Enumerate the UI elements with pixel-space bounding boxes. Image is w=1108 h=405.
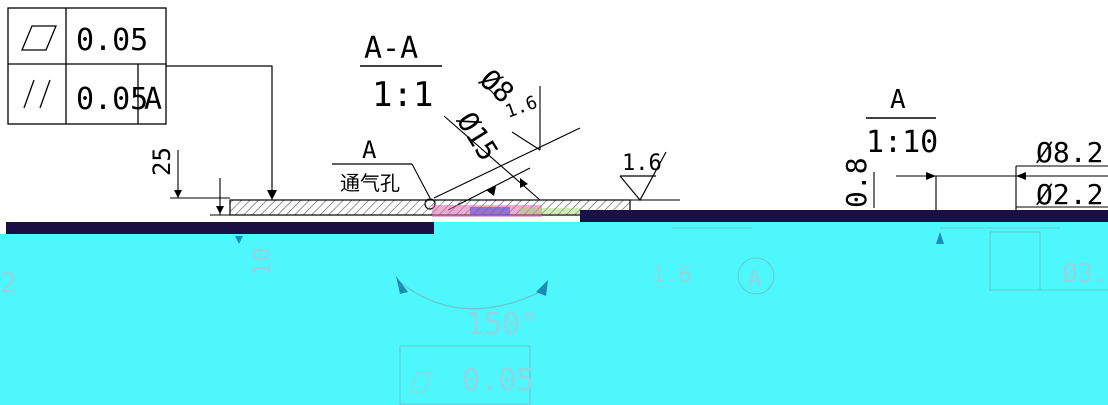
faded-datum-a: A bbox=[748, 267, 761, 292]
vent-leader bbox=[411, 163, 431, 199]
dim-10-arrow bbox=[235, 236, 243, 244]
roughness-symbol bbox=[619, 151, 667, 202]
flatness-icon bbox=[21, 25, 57, 51]
cyan-overlay-region bbox=[0, 222, 1108, 405]
dim-25-arrow-2 bbox=[216, 206, 224, 214]
faded-roughness: 1.6 bbox=[652, 263, 692, 288]
section-view-scale: 1:1 bbox=[372, 75, 433, 115]
faded-dim-2: 2 bbox=[0, 266, 17, 299]
fcf-leader bbox=[166, 65, 273, 198]
dim-dia-15: Ø15 bbox=[450, 106, 505, 166]
navy-bar-left bbox=[6, 222, 434, 234]
detail-arrow-2 bbox=[1016, 172, 1026, 180]
fcf-parallelism-value: 0.05 bbox=[76, 82, 148, 117]
dia-arrow-2 bbox=[520, 178, 528, 188]
roughness-top: 1.6 bbox=[622, 151, 662, 176]
fcf-leader-arrow bbox=[267, 190, 277, 200]
part-section bbox=[229, 199, 680, 217]
dim-25-arrow-1 bbox=[174, 190, 182, 198]
vent-hole-label: 通气孔 bbox=[340, 171, 400, 195]
dim-dia-2-2: Ø2.2 bbox=[1036, 178, 1103, 211]
faded-flatness-value: 0.05 bbox=[462, 363, 534, 398]
detail-view-scale: 1:10 bbox=[866, 125, 938, 160]
fcf-datum-ref: A bbox=[144, 82, 162, 117]
render-artifact-2 bbox=[470, 207, 510, 215]
faded-dia-3: Ø3. bbox=[1062, 259, 1108, 289]
faded-dim-10: 10 bbox=[248, 247, 276, 276]
angle-arrow-left bbox=[396, 276, 408, 294]
render-artifact-3 bbox=[520, 208, 580, 214]
navy-bar-right bbox=[580, 210, 1108, 222]
faded-angle-150: 150° bbox=[466, 307, 538, 342]
fcf-flatness-value: 0.05 bbox=[76, 23, 148, 58]
detail-view-name: A bbox=[890, 85, 906, 115]
section-view-name: A-A bbox=[364, 31, 418, 66]
dim-25-lines bbox=[170, 150, 230, 216]
detail-arrow-1 bbox=[926, 172, 936, 180]
detail-faded-arrow bbox=[936, 232, 944, 244]
dia-arrow-1 bbox=[486, 186, 496, 196]
faded-flatness-icon bbox=[409, 371, 433, 393]
dim-height-25: 25 bbox=[148, 147, 176, 176]
faded-drawing bbox=[399, 227, 1108, 405]
angle-arrow-right bbox=[536, 280, 548, 296]
dim-dia-8-2: Ø8.2 bbox=[1036, 136, 1103, 169]
dim-0-8: 0.8 bbox=[840, 157, 873, 208]
parallelism-icon-line2 bbox=[39, 79, 51, 109]
datum-a-label: A bbox=[362, 136, 377, 164]
parallelism-icon bbox=[23, 79, 35, 109]
